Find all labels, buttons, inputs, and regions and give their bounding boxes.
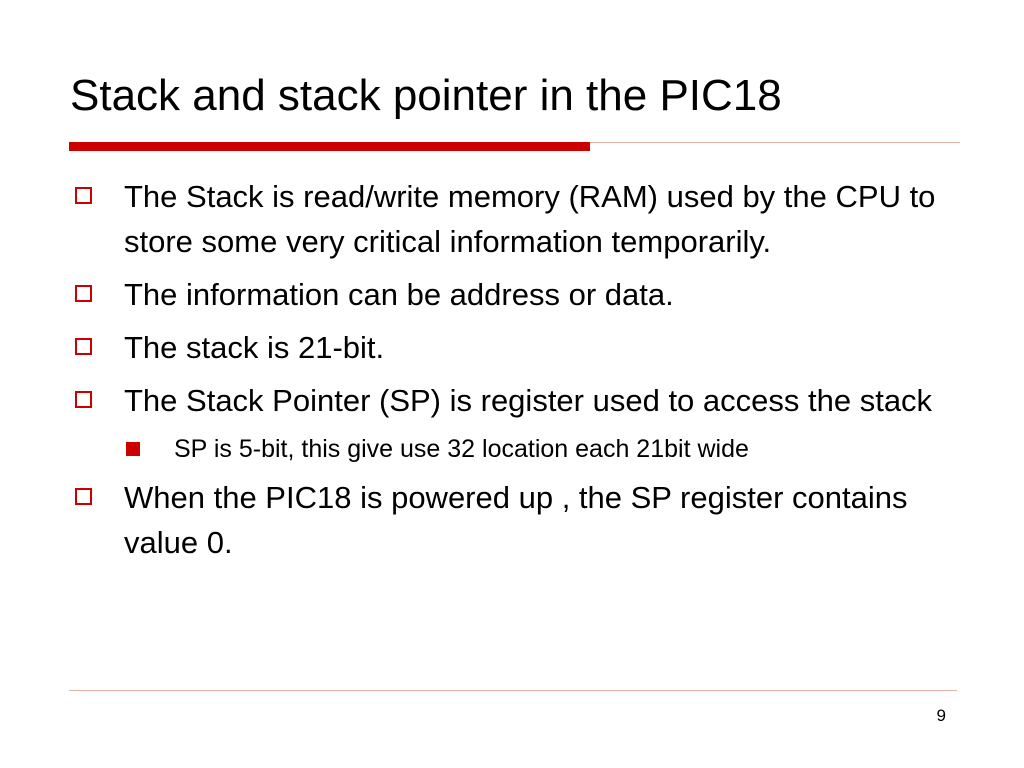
slide-title: Stack and stack pointer in the PIC18 xyxy=(70,71,782,120)
sub-bullet-text: SP is 5-bit, this give use 32 location e… xyxy=(174,435,749,463)
footer-divider xyxy=(69,690,957,691)
hollow-square-bullet-icon xyxy=(75,391,92,408)
bullet-text: The Stack Pointer (SP) is register used … xyxy=(124,383,933,418)
hollow-square-bullet-icon xyxy=(75,488,92,505)
title-underline-thin xyxy=(590,142,960,143)
sub-bullet-item: SP is 5-bit, this give use 32 location e… xyxy=(72,431,952,467)
bullet-item: The information can be address or data. xyxy=(72,272,952,317)
filled-square-bullet-icon xyxy=(126,442,140,456)
bullet-item: When the PIC18 is powered up , the SP re… xyxy=(72,475,952,565)
bullet-text: The stack is 21-bit. xyxy=(124,330,385,365)
bullet-text: The Stack is read/write memory (RAM) use… xyxy=(124,179,936,259)
hollow-square-bullet-icon xyxy=(75,285,92,302)
title-underline-thick xyxy=(69,142,590,151)
hollow-square-bullet-icon xyxy=(75,187,92,204)
bullet-item: The stack is 21-bit. xyxy=(72,325,952,370)
bullet-item: The Stack Pointer (SP) is register used … xyxy=(72,378,952,423)
bullet-list: The Stack is read/write memory (RAM) use… xyxy=(72,174,952,573)
hollow-square-bullet-icon xyxy=(75,338,92,355)
page-number: 9 xyxy=(936,706,946,725)
bullet-text: When the PIC18 is powered up , the SP re… xyxy=(124,480,908,560)
bullet-text: The information can be address or data. xyxy=(124,277,674,312)
bullet-item: The Stack is read/write memory (RAM) use… xyxy=(72,174,952,264)
